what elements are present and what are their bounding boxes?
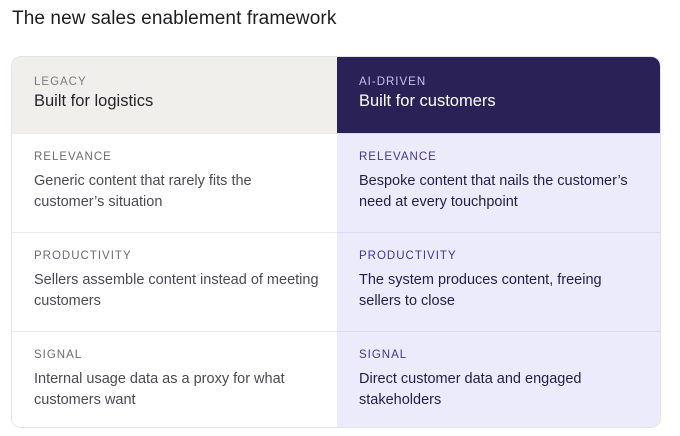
ai-cell-productivity: PRODUCTIVITY The system produces content… bbox=[337, 232, 660, 331]
legacy-cell-text: Internal usage data as a proxy for what … bbox=[34, 371, 285, 408]
legacy-cell-text: Generic content that rarely fits the cus… bbox=[34, 173, 252, 210]
legacy-cell-relevance: RELEVANCE Generic content that rarely fi… bbox=[12, 133, 337, 232]
row-label: RELEVANCE bbox=[359, 151, 437, 163]
comparison-table: LEGACY Built for logistics AI-DRIVEN Bui… bbox=[11, 56, 661, 428]
row-label: PRODUCTIVITY bbox=[34, 250, 132, 262]
ai-cell-signal: SIGNAL Direct customer data and engaged … bbox=[337, 331, 660, 427]
ai-heading: Built for customers bbox=[359, 92, 496, 110]
ai-column-header: AI-DRIVEN Built for customers bbox=[337, 57, 660, 133]
legacy-cell-signal: SIGNAL Internal usage data as a proxy fo… bbox=[12, 331, 337, 427]
legacy-cell-productivity: PRODUCTIVITY Sellers assemble content in… bbox=[12, 232, 337, 331]
row-label: SIGNAL bbox=[359, 349, 408, 361]
legacy-eyebrow: LEGACY bbox=[34, 76, 87, 88]
ai-cell-text: Direct customer data and engaged stakeho… bbox=[359, 371, 582, 408]
ai-cell-text: Bespoke content that nails the customer’… bbox=[359, 173, 628, 210]
row-label: SIGNAL bbox=[34, 349, 83, 361]
ai-cell-relevance: RELEVANCE Bespoke content that nails the… bbox=[337, 133, 660, 232]
page-title: The new sales enablement framework bbox=[12, 8, 337, 29]
legacy-cell-text: Sellers assemble content instead of meet… bbox=[34, 272, 319, 309]
row-label: RELEVANCE bbox=[34, 151, 112, 163]
row-label: PRODUCTIVITY bbox=[359, 250, 457, 262]
legacy-heading: Built for logistics bbox=[34, 92, 154, 110]
ai-eyebrow: AI-DRIVEN bbox=[359, 76, 427, 88]
legacy-column-header: LEGACY Built for logistics bbox=[12, 57, 337, 133]
ai-cell-text: The system produces content, freeing sel… bbox=[359, 272, 602, 309]
